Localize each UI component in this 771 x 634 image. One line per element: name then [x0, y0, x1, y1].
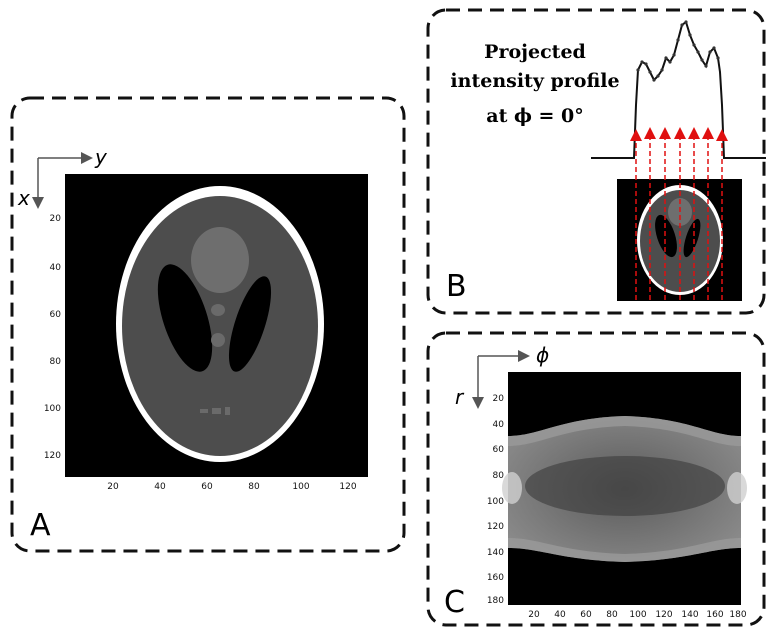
phantom-small-2	[211, 333, 225, 347]
panel-b-letter: B	[446, 269, 467, 304]
panel-a-y-tick: 100	[44, 404, 61, 414]
panel-a-x-tick: 100	[292, 482, 309, 492]
panel-a: y x 20 40 60 80 100 120 20 40 60 80 100 …	[10, 96, 406, 553]
panel-c-x-tick: 180	[729, 610, 746, 620]
panel-a-x-tick: 80	[248, 482, 260, 492]
panel-a-x-ticks: 20 40 60 80 100 120	[107, 482, 357, 492]
panel-c-y-tick: 100	[487, 497, 504, 507]
panel-c: ϕ r 20 40 60 80 100 120 140 160 180 20 4…	[426, 331, 766, 627]
panel-c-r-axis-label: r	[455, 385, 465, 409]
panel-c-x-ticks: 20 40 60 80 100 120 140 160 180	[528, 610, 747, 620]
sinogram-dark-core	[525, 456, 725, 516]
panel-c-y-tick: 40	[493, 420, 505, 430]
panel-c-phi-axis-label: ϕ	[536, 343, 549, 367]
panel-c-y-tick: 80	[493, 471, 505, 481]
sinogram-bright-top	[508, 416, 741, 446]
projection-title-line-3: at ϕ = 0°	[486, 105, 583, 127]
phantom-top-ellipse	[191, 227, 249, 293]
panel-b: Projected intensity profile at ϕ = 0°	[426, 8, 766, 315]
panel-c-letter: C	[444, 585, 465, 620]
panel-c-y-tick: 20	[493, 394, 505, 404]
projection-phantom-left	[655, 214, 677, 258]
phantom-left-ellipse	[157, 264, 213, 372]
panel-c-y-tick: 120	[487, 522, 504, 532]
phantom-small-5	[225, 407, 230, 415]
panel-a-x-tick: 20	[107, 482, 119, 492]
panel-c-x-tick: 60	[580, 610, 592, 620]
panel-c-x-tick: 80	[606, 610, 618, 620]
phantom-small-4	[212, 408, 221, 414]
panel-c-y-tick: 140	[487, 548, 504, 558]
phantom-small-1	[211, 304, 225, 316]
panel-c-y-tick: 160	[487, 573, 504, 583]
panel-a-y-tick: 80	[50, 357, 62, 367]
panel-c-y-tick: 60	[493, 445, 505, 455]
phantom-small-3	[200, 409, 208, 413]
projection-rays	[630, 127, 728, 300]
panel-c-x-tick: 20	[528, 610, 540, 620]
projection-profile-points	[636, 20, 720, 82]
projection-phantom-right	[683, 218, 701, 258]
projection-profile-curve	[591, 20, 766, 159]
panel-c-x-tick: 160	[706, 610, 723, 620]
panel-a-border	[10, 96, 406, 553]
panel-c-y-tick: 180	[487, 596, 504, 606]
projection-title-line-1: Projected	[484, 41, 586, 63]
panel-c-x-tick: 140	[681, 610, 698, 620]
panel-c-x-tick: 40	[554, 610, 566, 620]
phantom-right-ellipse	[228, 276, 272, 372]
panel-a-y-ticks: 20 40 60 80 100 120	[44, 214, 61, 461]
panel-a-y-axis-label: y	[94, 145, 108, 169]
panel-a-y-tick: 60	[50, 310, 62, 320]
projection-title-line-2: intensity profile	[450, 70, 619, 92]
panel-a-x-tick: 120	[339, 482, 356, 492]
panel-a-y-tick: 120	[44, 451, 61, 461]
panel-b-border	[426, 8, 766, 315]
phantom-brain	[122, 196, 318, 456]
panel-c-y-ticks: 20 40 60 80 100 120 140 160 180	[487, 394, 504, 606]
panel-a-x-tick: 40	[154, 482, 166, 492]
panel-a-y-tick: 40	[50, 263, 62, 273]
panel-a-y-tick: 20	[50, 214, 62, 224]
panel-c-x-tick: 100	[629, 610, 646, 620]
sinogram-bright-bottom	[508, 538, 741, 562]
sinogram-bright-right	[727, 472, 747, 504]
panel-a-letter: A	[30, 508, 51, 543]
panel-c-border	[426, 331, 766, 627]
panel-c-x-tick: 120	[655, 610, 672, 620]
sinogram-bright-left	[502, 472, 522, 504]
panel-a-x-tick: 60	[201, 482, 213, 492]
panel-a-x-axis-label: x	[17, 186, 30, 210]
